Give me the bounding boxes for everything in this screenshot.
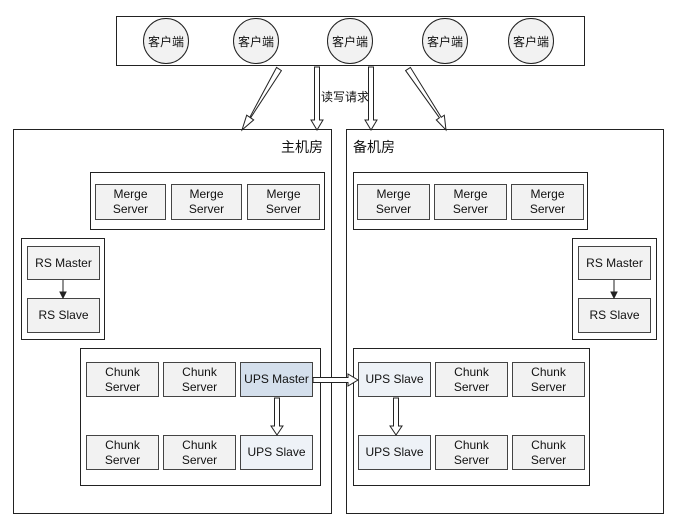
chunk-server: Chunk Server (163, 435, 236, 470)
merge-server: Merge Server (171, 184, 242, 220)
chunk-server: Chunk Server (512, 362, 585, 397)
replication-arrow (270, 397, 284, 436)
chunk-server: Chunk Server (86, 435, 159, 470)
client-node: 客户端 (233, 18, 279, 64)
chunk-server: Chunk Server (435, 435, 508, 470)
ups-slave: UPS Slave (358, 362, 431, 397)
chunk-server: Chunk Server (163, 362, 236, 397)
request-label: 读写请求 (321, 90, 370, 104)
rs-master: RS Master (27, 246, 100, 280)
ups-slave: UPS Slave (358, 435, 431, 470)
chunk-server: Chunk Server (86, 362, 159, 397)
chunk-server: Chunk Server (512, 435, 585, 470)
primary-room-title: 主机房 (281, 139, 323, 155)
merge-server: Merge Server (95, 184, 166, 220)
backup-room-title: 备机房 (353, 139, 395, 155)
request-arrow (310, 66, 324, 131)
chunk-server: Chunk Server (435, 362, 508, 397)
client-node: 客户端 (422, 18, 468, 64)
client-node: 客户端 (143, 18, 189, 64)
request-arrow (240, 66, 283, 132)
request-arrow (404, 66, 447, 132)
rs-sync-arrowhead (610, 291, 618, 300)
replication-arrow (389, 397, 403, 436)
rs-master: RS Master (578, 246, 651, 280)
ups-slave: UPS Slave (240, 435, 313, 470)
request-arrow (364, 66, 378, 131)
merge-server: Merge Server (357, 184, 430, 220)
merge-server: Merge Server (247, 184, 320, 220)
client-node: 客户端 (508, 18, 554, 64)
merge-server: Merge Server (434, 184, 507, 220)
ups-master: UPS Master (240, 362, 313, 397)
merge-server: Merge Server (511, 184, 584, 220)
rs-slave: RS Slave (27, 298, 100, 333)
replication-arrow (312, 373, 359, 387)
rs-slave: RS Slave (578, 298, 651, 333)
client-node: 客户端 (327, 18, 373, 64)
rs-sync-arrowhead (59, 291, 67, 300)
